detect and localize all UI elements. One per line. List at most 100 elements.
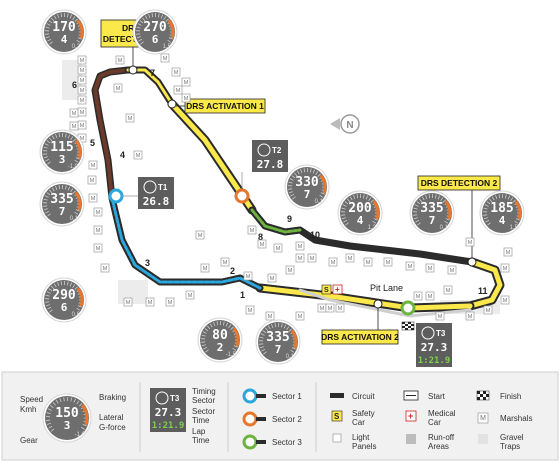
sector-2-marker: [234, 188, 250, 204]
marshal-post-icon: M: [200, 263, 210, 273]
braking-arc: [372, 200, 380, 220]
marshal-letter: M: [270, 276, 275, 282]
marshal-letter: M: [503, 298, 508, 304]
legend-ts-lap: 1:21.9: [152, 421, 185, 431]
marshal-letter: M: [416, 294, 421, 300]
marshal-letter: M: [223, 260, 228, 266]
marshal-post-icon: M: [443, 285, 453, 295]
legend-light-label-2: Panels: [352, 442, 376, 451]
legend-ts-id: T3: [170, 394, 180, 403]
gauge-gear-value: 4: [61, 33, 68, 46]
marshal-post-icon: M: [100, 263, 110, 273]
gravel-trap: [118, 280, 148, 304]
marshal-post-icon: M: [77, 75, 87, 85]
marshal-post-icon: M: [383, 257, 393, 267]
drs-detection-2-label: DRS DETECTION 2: [421, 178, 498, 188]
marshal-letter: M: [90, 178, 95, 184]
marshal-letter: M: [80, 58, 85, 64]
marshal-letter: M: [338, 306, 343, 312]
gauge-gforce-value: 0.1: [70, 216, 79, 222]
marshal-letter: M: [116, 86, 121, 92]
legend-gravel-label-1: Gravel: [500, 433, 524, 442]
mercedes-logo-icon: [421, 326, 435, 340]
marshal-post-icon: M: [465, 311, 475, 321]
marshal-post-icon: M: [500, 295, 510, 305]
drs-detection-2-point: [467, 257, 477, 267]
legend-safety-label-2: Car: [352, 418, 365, 427]
marshal-letter: M: [428, 266, 433, 272]
drs-activation-2-tag: DRS ACTIVATION 2: [321, 308, 399, 345]
marshal-letter: M: [80, 136, 85, 142]
marshal-letter: M: [72, 111, 77, 117]
marshal-letter: M: [91, 196, 96, 202]
legend-finish-icon: [476, 390, 490, 401]
gauge-gear-value: 4: [357, 214, 364, 227]
marshal-letter: M: [118, 58, 123, 64]
gauge-gforce-value: 0.1: [286, 354, 295, 360]
marshal-post-icon: M: [335, 303, 345, 313]
marshal-post-icon: M: [185, 290, 195, 300]
runoff-area: [62, 60, 82, 100]
marshal-letter: M: [174, 70, 179, 76]
ts3-id: T3: [436, 329, 446, 338]
marshal-letter: M: [468, 314, 473, 320]
marshal-post-icon: M: [413, 291, 423, 301]
gauge-gear-value: 2: [217, 341, 224, 354]
legend-circuit-label: Circuit: [352, 392, 375, 401]
timing-sector-t2: T2 27.8: [241, 140, 288, 190]
legend-marshal-icon: [477, 412, 489, 424]
turn-11-label: 11: [478, 286, 488, 296]
timing-sector-t3: T3 27.3 1:21.9: [416, 323, 452, 367]
braking-arc: [444, 200, 452, 220]
turn-1-label: 1: [240, 290, 245, 300]
marshal-letter: M: [96, 246, 101, 252]
marshal-post-icon: M: [345, 253, 355, 263]
turn-numbers: 1 2 3 4 5 6 7 8 9 10 11: [72, 68, 488, 300]
marshal-letter: M: [184, 80, 189, 86]
marshal-letter: M: [188, 293, 193, 299]
marshal-letter: M: [450, 268, 455, 274]
gauge-speed-value: 270: [143, 20, 167, 35]
gauge-gear-value: 4: [499, 214, 506, 227]
marshal-post-icon: M: [220, 257, 230, 267]
gauge-gear-value: 6: [61, 301, 68, 314]
ts2-id: T2: [272, 146, 282, 155]
legend-sector-label: Sector: [192, 396, 215, 405]
gauge-gear-value: 6: [152, 33, 159, 46]
legend-light-panel-icon: [332, 433, 342, 443]
braking-arc: [74, 139, 82, 159]
drs-activation-2-label: DRS ACTIVATION 2: [321, 332, 399, 342]
marshal-letter: M: [96, 228, 101, 234]
gauge-gear-value: 7: [304, 188, 311, 201]
marshal-post-icon: M: [113, 83, 123, 93]
legend-gear-label: Gear: [20, 436, 38, 445]
braking-arc: [167, 19, 175, 39]
marshal-letter: M: [331, 260, 336, 266]
braking-arc: [76, 19, 84, 39]
marshal-post-icon: M: [245, 305, 255, 315]
turn-7-label: 7: [150, 68, 155, 78]
legend-gforce-label: G-force: [99, 423, 126, 432]
drs-activation-1-point: [167, 99, 177, 109]
marshal-post-icon: M: [295, 253, 305, 263]
marshal-letter: M: [80, 68, 85, 74]
marshal-post-icon: M: [405, 261, 415, 271]
marshal-post-icon: M: [195, 230, 205, 240]
marshal-letter: M: [503, 266, 508, 272]
marshal-letter: M: [176, 88, 181, 94]
marshal-letter: M: [320, 306, 325, 312]
marshal-letter: M: [276, 246, 281, 252]
marshal-post-icon: M: [267, 273, 277, 283]
marshal-post-icon: M: [77, 85, 87, 95]
braking-arc: [76, 287, 84, 307]
marshal-letter: M: [91, 163, 96, 169]
marshal-letter: M: [328, 306, 333, 312]
gauge-gear-value: 7: [59, 205, 66, 218]
mercedes-logo-icon: [155, 391, 169, 405]
